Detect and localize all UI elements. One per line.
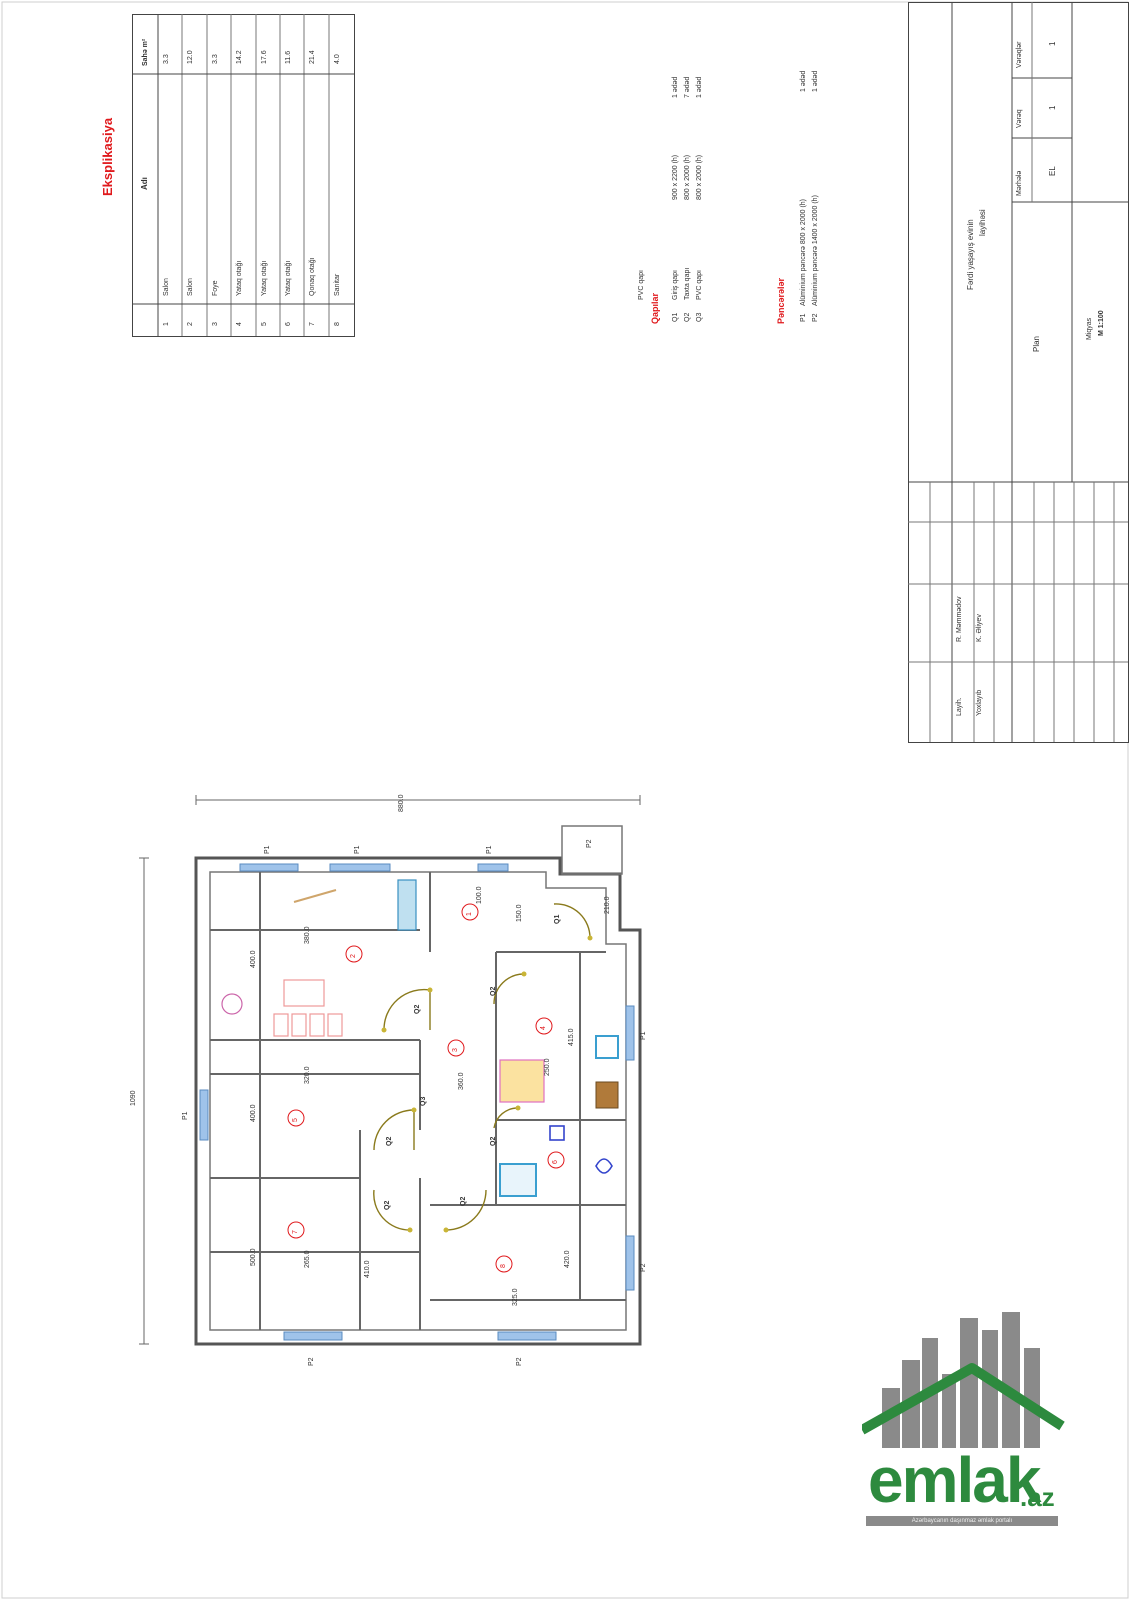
door-tag: Q2 bbox=[490, 1136, 497, 1146]
window-tag: P1 bbox=[640, 1031, 647, 1040]
window-tag: P1 bbox=[182, 1111, 189, 1120]
room-tag: 5 bbox=[292, 1118, 299, 1122]
window-tag: P2 bbox=[586, 839, 593, 848]
window-tag: P2 bbox=[640, 1263, 647, 1272]
door-tag: Q1 bbox=[554, 914, 561, 924]
window-tag: P2 bbox=[308, 1357, 315, 1366]
dimension-label: 500.0 bbox=[250, 1248, 257, 1266]
door-tag: Q2 bbox=[386, 1136, 393, 1146]
dimension-label: 320.0 bbox=[304, 1066, 311, 1084]
window-tag: P1 bbox=[354, 845, 361, 854]
room-tag: 3 bbox=[452, 1048, 459, 1052]
door-tag: Q3 bbox=[420, 1096, 427, 1106]
door-tag: Q2 bbox=[384, 1200, 391, 1210]
room-tag: 4 bbox=[540, 1026, 547, 1030]
logo-tagline: Azərbaycanın daşınmaz əmlak portalı bbox=[866, 1516, 1058, 1526]
dimension-label: 100.0 bbox=[476, 886, 483, 904]
room-tag: 6 bbox=[552, 1160, 559, 1164]
room-tag: 1 bbox=[466, 912, 473, 916]
logo-wordmark: emlak bbox=[868, 1444, 1041, 1516]
dimension-label: 325.0 bbox=[512, 1288, 519, 1306]
logo-suffix: .az bbox=[1020, 1482, 1055, 1512]
door-tag: Q2 bbox=[490, 986, 497, 996]
dimension-label: 360.0 bbox=[458, 1072, 465, 1090]
dimension-label: 150.0 bbox=[516, 904, 523, 922]
dimension-label: 265.0 bbox=[304, 1250, 311, 1268]
window-tag: P2 bbox=[516, 1357, 523, 1366]
dimension-label: 420.0 bbox=[564, 1250, 571, 1268]
dimension-label: 250.0 bbox=[544, 1058, 551, 1076]
dimension-label: 415.0 bbox=[568, 1028, 575, 1046]
door-tag: Q2 bbox=[460, 1196, 467, 1206]
emlak-logo-graphic bbox=[862, 1312, 1065, 1448]
title-block bbox=[908, 2, 1129, 743]
room-tag: 7 bbox=[292, 1230, 299, 1234]
room-tag: 8 bbox=[500, 1264, 507, 1268]
window-tag: P1 bbox=[486, 845, 493, 854]
dimension-label: 380.0 bbox=[304, 926, 311, 944]
overall-height-dim: 1090 bbox=[130, 1090, 137, 1106]
dimension-label: 400.0 bbox=[250, 950, 257, 968]
room-tag: 2 bbox=[350, 954, 357, 958]
dimension-label: 210.0 bbox=[604, 896, 611, 914]
dimension-label: 410.0 bbox=[364, 1260, 371, 1278]
door-tag: Q2 bbox=[414, 1004, 421, 1014]
window-tag: P1 bbox=[264, 845, 271, 854]
overall-width-dim: 880.0 bbox=[398, 794, 405, 812]
dimension-label: 400.0 bbox=[250, 1104, 257, 1122]
room-table bbox=[132, 14, 355, 337]
